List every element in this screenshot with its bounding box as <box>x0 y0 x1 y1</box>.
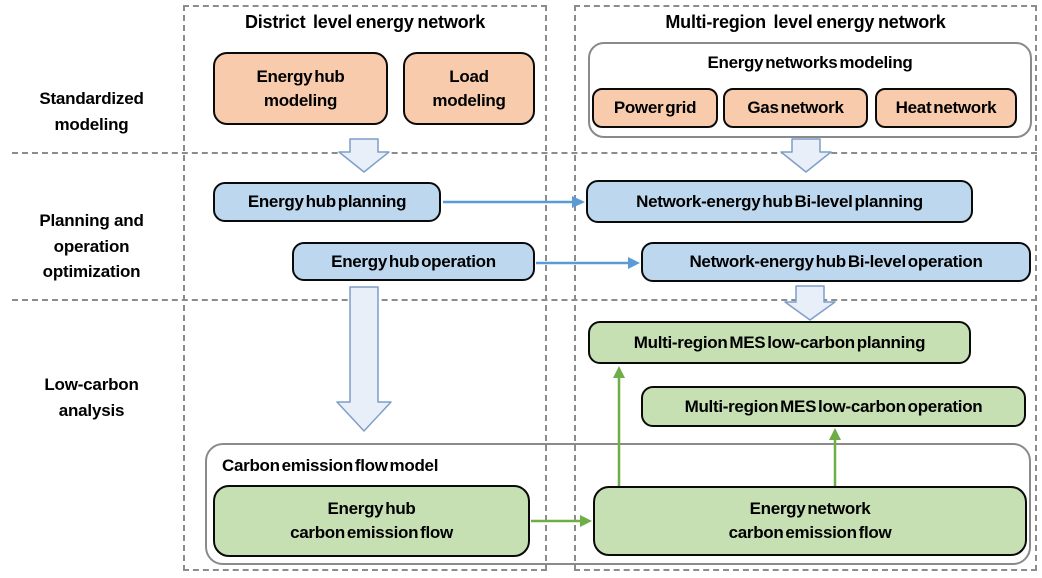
district-column-border <box>183 5 547 571</box>
row-separator-standardized-planning <box>12 152 1037 154</box>
multiregion-column-border <box>574 5 1037 571</box>
carbon-emission-flow-model-label: Carbon emission flow model <box>222 456 439 475</box>
energy-networks-modeling-container <box>588 42 1032 138</box>
row-label-planning-operation-optimization: Planning and operation optimization <box>39 211 144 281</box>
row-separator-planning-lowcarbon <box>12 299 1037 301</box>
energy-network-carbon-emission-flow-box: Energy network carbon emission flow <box>593 486 1027 556</box>
district-column-title: District level energy network <box>244 12 486 32</box>
multiregion-column-title: Multi-region level energy network <box>665 12 946 32</box>
row-label-low-carbon-analysis: Low-carbon analysis <box>44 375 139 420</box>
energy-hub-modeling-box: Energy hub modeling <box>213 52 388 125</box>
energy-hub-planning-box: Energy hub planning <box>213 182 441 222</box>
energy-hub-carbon-emission-flow-box: Energy hub carbon emission flow <box>213 485 530 557</box>
multiregion-mes-lowcarbon-planning-box: Multi-region MES low-carbon planning <box>588 321 971 364</box>
energy-networks-modeling-label: Energy networks modeling <box>707 53 913 72</box>
energy-hub-operation-box: Energy hub operation <box>292 242 535 281</box>
load-modeling-box: Load modeling <box>403 52 535 125</box>
heat-network-box: Heat network <box>875 88 1017 128</box>
network-energy-hub-bilevel-operation-box: Network-energy hub Bi-level operation <box>641 242 1031 282</box>
power-grid-box: Power grid <box>592 88 718 128</box>
network-energy-hub-bilevel-planning-box: Network-energy hub Bi-level planning <box>586 180 973 223</box>
gas-network-box: Gas network <box>723 88 868 128</box>
multiregion-mes-lowcarbon-operation-box: Multi-region MES low-carbon operation <box>641 386 1026 427</box>
row-label-standardized-modeling: Standardized modeling <box>39 89 144 134</box>
